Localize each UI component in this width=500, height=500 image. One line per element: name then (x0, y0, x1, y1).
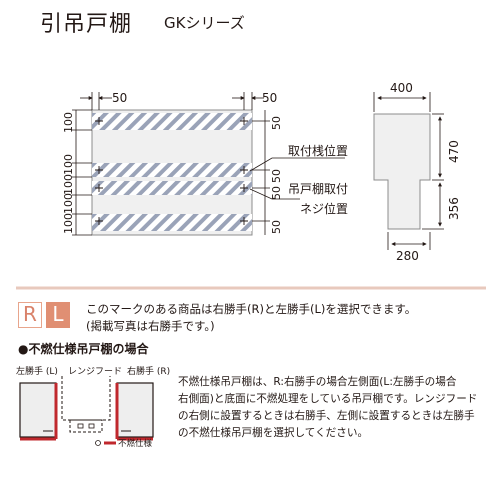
dim-left-4: 100 (62, 193, 75, 214)
legend-marker (95, 440, 101, 446)
mark-note-line-1: このマークのある商品は右勝手(R)と左勝手(L)を選択できます。 (86, 302, 417, 316)
dim-left-5: 100 (62, 213, 75, 234)
dim-side-width-top: 400 (390, 81, 413, 95)
left-hand-mark: L (46, 302, 70, 328)
dim-left-2: 100 (62, 154, 75, 175)
fireproof-diagram: 左勝手 (L) レンジフード 右勝手 (R) 不燃仕様 (16, 365, 170, 449)
dim-top-right: 50 (262, 91, 277, 105)
description-line-3: の右側に設置するときは右勝手、左側に設置するときは左勝手 (178, 410, 475, 422)
dim-side-height-upper: 470 (447, 140, 461, 163)
label-left-hand: 左勝手 (L) (16, 365, 58, 377)
hatch-band-bottom (92, 214, 252, 231)
label-mount-screw-2: ネジ位置 (300, 201, 348, 216)
dim-side-width-bottom: 280 (396, 249, 419, 263)
dim-left-1: 100 (62, 112, 75, 133)
dim-right-3: 50 (270, 186, 283, 200)
dim-right-2: 50 (270, 169, 283, 183)
dim-top-left: 50 (112, 91, 127, 105)
side-profile (373, 113, 431, 230)
fireproof-description: 不燃仕様吊戸棚は、R:右勝手の場合左側面(L:左勝手の場合 右側面)と底面に不燃… (178, 374, 490, 442)
label-range-hood: レンジフード (68, 367, 122, 377)
description-line-4: の不燃仕様吊戸棚を選択してください。 (178, 427, 369, 439)
page-title: 引吊戸棚 (40, 12, 133, 37)
left-cabinet (19, 382, 57, 438)
label-fixing-position: 取付桟位置 (288, 143, 348, 158)
dim-right-1: 50 (270, 116, 283, 130)
front-view: 50 50 100 100 100 100 100 (62, 91, 348, 236)
label-mount-screw-1: 吊戸棚取付 (288, 181, 348, 196)
dim-side-height-lower: 356 (447, 197, 461, 220)
description-line-1: 不燃仕様吊戸棚は、R:右勝手の場合左側面(L:左勝手の場合 (178, 376, 457, 388)
series-name: GKシリーズ (164, 14, 245, 32)
bullet-icon: ● (18, 342, 29, 356)
side-view: 400 280 470 356 (373, 81, 461, 263)
label-right-hand: 右勝手 (R) (127, 365, 170, 377)
legend-label: 不燃仕様 (118, 438, 153, 449)
dim-right-4: 50 (270, 220, 283, 234)
right-cabinet (116, 382, 154, 438)
hatch-band-mid-lower (92, 181, 252, 195)
hatch-band-top (92, 113, 252, 130)
right-hand-mark: R (18, 302, 42, 328)
fireproof-heading: ●不燃仕様吊戸棚の場合 (18, 342, 149, 356)
range-hood (61, 376, 111, 433)
hatch-band-mid-upper (92, 163, 252, 177)
dim-left-3: 100 (62, 174, 75, 195)
description-line-2: 右側面)と底面に不燃処理をしている吊戸棚です。レンジフード (178, 393, 478, 405)
mark-note-line-2: (掲載写真は右勝手です。) (86, 319, 215, 333)
screw-marks (95, 117, 248, 225)
